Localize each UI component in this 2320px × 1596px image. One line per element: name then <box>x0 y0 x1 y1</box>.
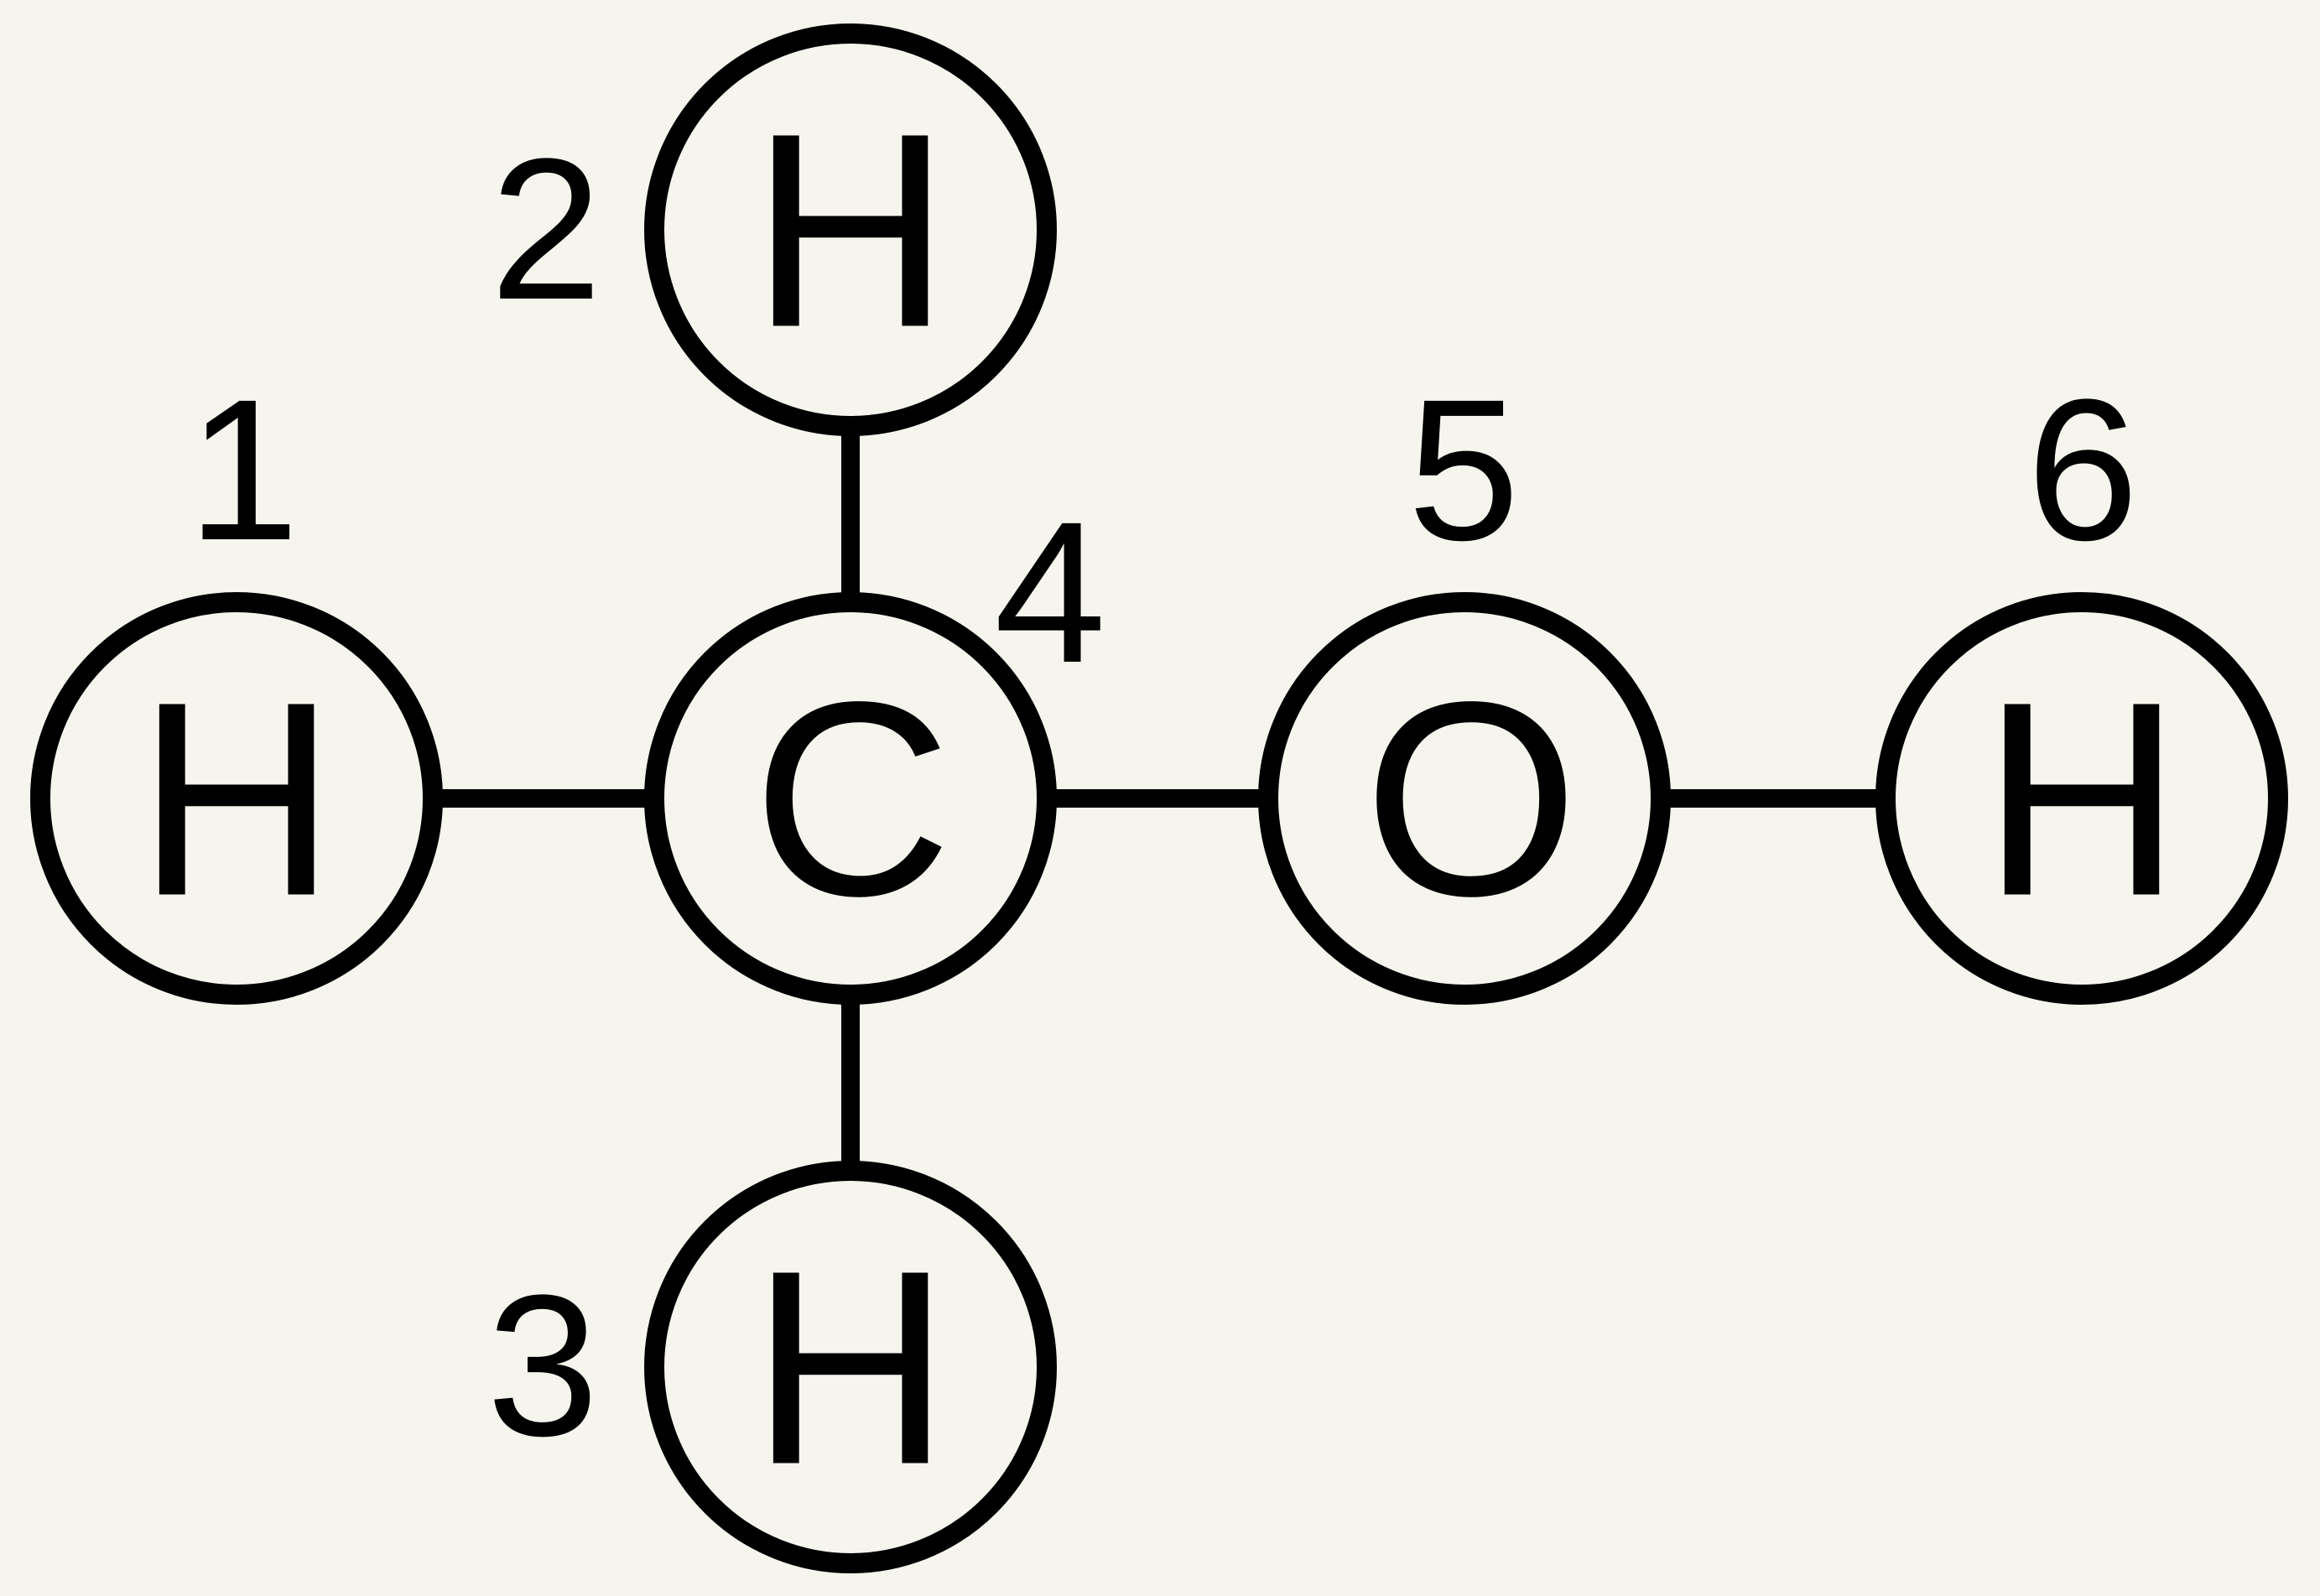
atom-h3-number: 3 <box>486 1253 598 1478</box>
atom-o-number: 5 <box>1407 357 1519 582</box>
atom-h6-circle <box>1875 592 2288 1005</box>
atom-h6-symbol: H <box>1982 644 2182 954</box>
atom-h2-symbol: H <box>751 75 950 385</box>
atom-h6-number: 6 <box>2026 357 2138 582</box>
atom-c-number: 4 <box>994 480 1105 704</box>
atom-h1: H 1 <box>30 357 443 1005</box>
atom-h3-circle <box>644 1161 1057 1573</box>
atom-h2: H 2 <box>490 23 1057 436</box>
atom-h3-symbol: H <box>751 1213 950 1522</box>
atom-o-symbol: O <box>1364 644 1579 954</box>
atom-h3: H 3 <box>486 1161 1057 1573</box>
atom-h2-number: 2 <box>490 117 601 341</box>
atom-c-circle <box>644 592 1057 1005</box>
atom-c: C 4 <box>644 480 1106 1005</box>
atom-h2-circle <box>644 23 1057 436</box>
atom-o: O 5 <box>1258 357 1671 1005</box>
atom-h6: H 6 <box>1875 357 2288 1005</box>
atom-o-circle <box>1258 592 1671 1005</box>
atom-c-symbol: C <box>752 644 952 954</box>
atom-h1-number: 1 <box>187 357 299 582</box>
atom-h1-symbol: H <box>137 644 336 954</box>
atom-h1-circle <box>30 592 443 1005</box>
